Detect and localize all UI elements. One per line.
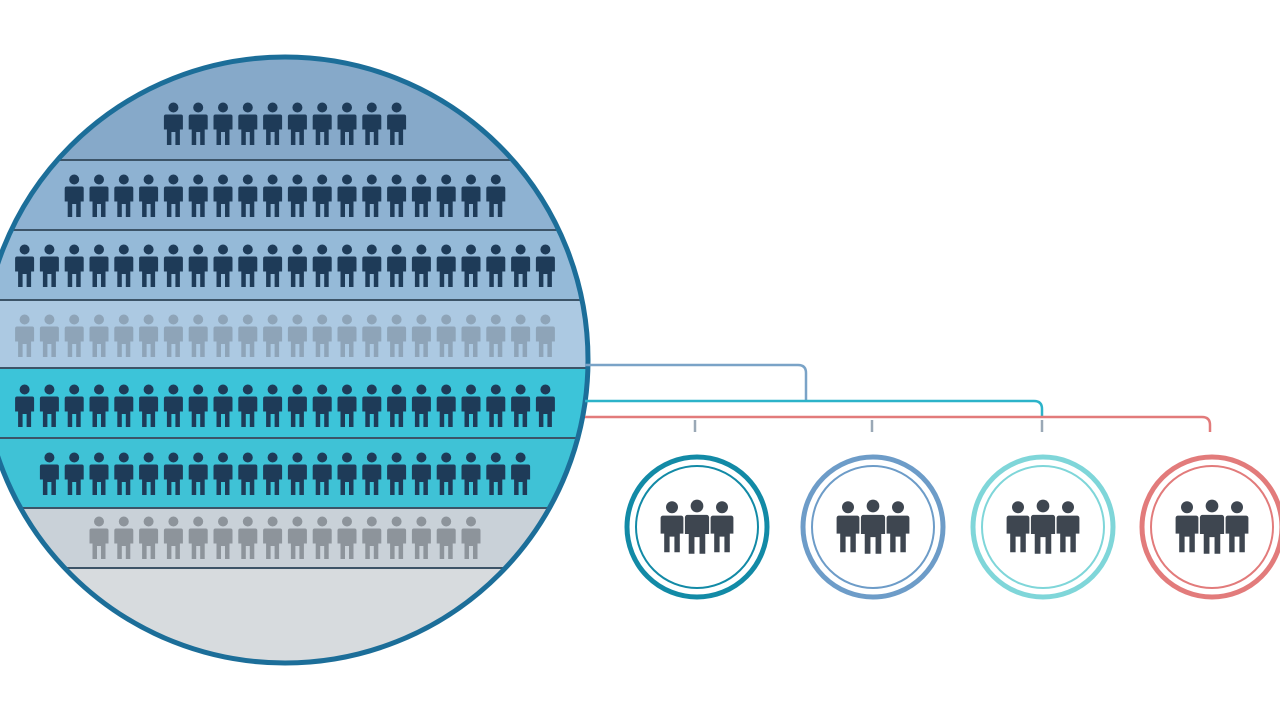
- group-red: [1139, 454, 1280, 600]
- connector-red: [585, 415, 1212, 432]
- group-teal: [624, 454, 770, 600]
- population-band-8: [0, 568, 588, 663]
- group-inner-ring: [811, 465, 935, 589]
- connector-teal: [585, 399, 1044, 417]
- group-inner-ring: [635, 465, 759, 589]
- connector-lines: [585, 363, 1212, 432]
- group-inner-ring: [981, 465, 1105, 589]
- group-blue: [800, 454, 946, 600]
- population-circle: [0, 54, 591, 666]
- group-aqua: [970, 454, 1116, 600]
- population-outline: [0, 54, 591, 666]
- sample-groups: [624, 454, 1280, 600]
- group-inner-ring: [1150, 465, 1274, 589]
- connector-blue: [585, 363, 808, 401]
